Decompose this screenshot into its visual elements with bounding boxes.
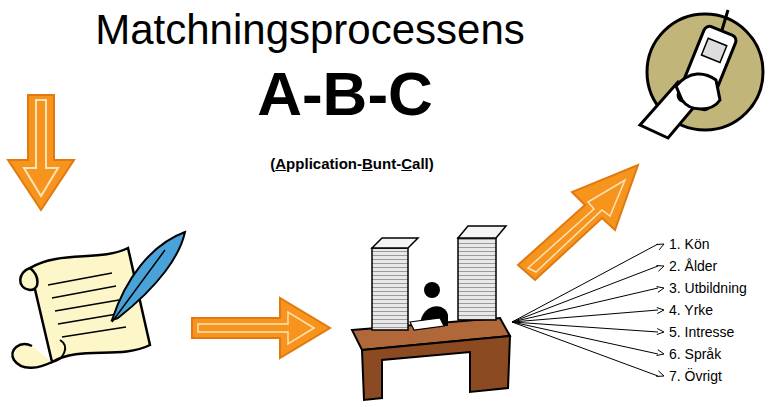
list-item: 4. Yrke [669, 302, 713, 318]
leader-arrowhead [657, 308, 664, 314]
list-item: 6. Språk [669, 346, 721, 362]
phone-icon [640, 10, 763, 138]
list-item: 5. Intresse [669, 324, 734, 340]
leader-line [512, 322, 658, 376]
up-right-arrow [518, 165, 638, 280]
leader-arrowhead [656, 371, 664, 377]
list-item: 7. Övrigt [669, 368, 722, 384]
leader-arrowhead [656, 244, 664, 250]
list-item: 1. Kön [669, 236, 709, 252]
leader-line [512, 244, 658, 322]
leader-line [512, 310, 658, 322]
desk-icon [352, 226, 510, 400]
list-item: 3. Utbildning [669, 280, 747, 296]
down-arrow [8, 95, 74, 210]
leader-line [512, 288, 658, 322]
leader-line [512, 266, 658, 322]
list-item: 2. Ålder [669, 258, 717, 274]
right-arrow [192, 298, 330, 358]
subtitle: (Application-Bunt-Call) [270, 155, 433, 172]
leader-arrowhead [656, 266, 664, 272]
abc-heading: A-B-C [257, 58, 433, 129]
leader-arrowhead [657, 287, 664, 293]
title: Matchningsprocessens [0, 6, 620, 54]
leader-arrowhead [657, 329, 664, 335]
scroll-icon [12, 232, 185, 368]
leader-lines [512, 244, 664, 376]
leader-arrowhead [657, 350, 664, 356]
